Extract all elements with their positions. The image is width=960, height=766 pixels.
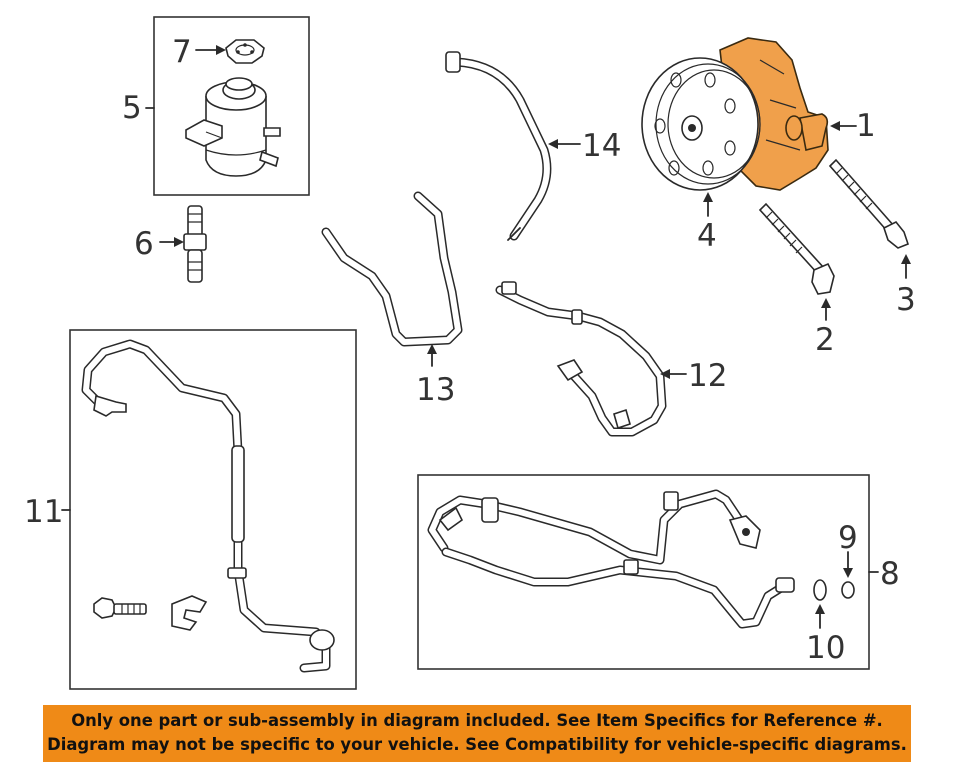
pressure-line bbox=[81, 339, 335, 673]
callout-13: 13 bbox=[416, 372, 455, 408]
callout-8: 8 bbox=[880, 556, 900, 592]
pump-bolt bbox=[758, 202, 835, 295]
callout-5: 5 bbox=[122, 90, 142, 126]
pressure-line-clamp bbox=[171, 595, 208, 631]
callout-4: 4 bbox=[697, 218, 717, 254]
callout-7: 7 bbox=[172, 34, 192, 70]
parts-diagram: 1 2 3 4 5 6 7 8 9 10 11 12 13 14 bbox=[24, 16, 916, 690]
callout-12: 12 bbox=[688, 358, 727, 394]
callout-6: 6 bbox=[134, 226, 154, 262]
pressure-line-bolt bbox=[93, 597, 147, 619]
cooler-tube bbox=[321, 191, 463, 347]
reservoir-group-box bbox=[153, 16, 310, 196]
callout-1: 1 bbox=[856, 108, 876, 144]
callout-11: 11 bbox=[24, 494, 63, 530]
pump-stud-bolt bbox=[828, 158, 909, 249]
o-ring-small bbox=[813, 579, 827, 601]
callout-9: 9 bbox=[838, 520, 858, 556]
callout-14: 14 bbox=[582, 128, 621, 164]
return-line bbox=[427, 489, 795, 629]
reservoir bbox=[185, 77, 281, 177]
disclaimer-line-1: Only one part or sub-assembly in diagram… bbox=[71, 711, 883, 730]
callout-10: 10 bbox=[806, 630, 845, 666]
disclaimer-banner: Only one part or sub-assembly in diagram… bbox=[43, 705, 911, 762]
leader-lines bbox=[61, 45, 911, 629]
o-ring bbox=[841, 581, 855, 599]
pump-pulley bbox=[641, 57, 761, 191]
suction-hose bbox=[445, 51, 552, 241]
reservoir-cap bbox=[225, 39, 265, 64]
disclaimer-line-2: Diagram may not be specific to your vehi… bbox=[47, 735, 907, 754]
union-fitting bbox=[183, 205, 207, 283]
return-hose bbox=[495, 281, 667, 437]
callout-3: 3 bbox=[896, 282, 916, 318]
callout-2: 2 bbox=[815, 322, 835, 358]
